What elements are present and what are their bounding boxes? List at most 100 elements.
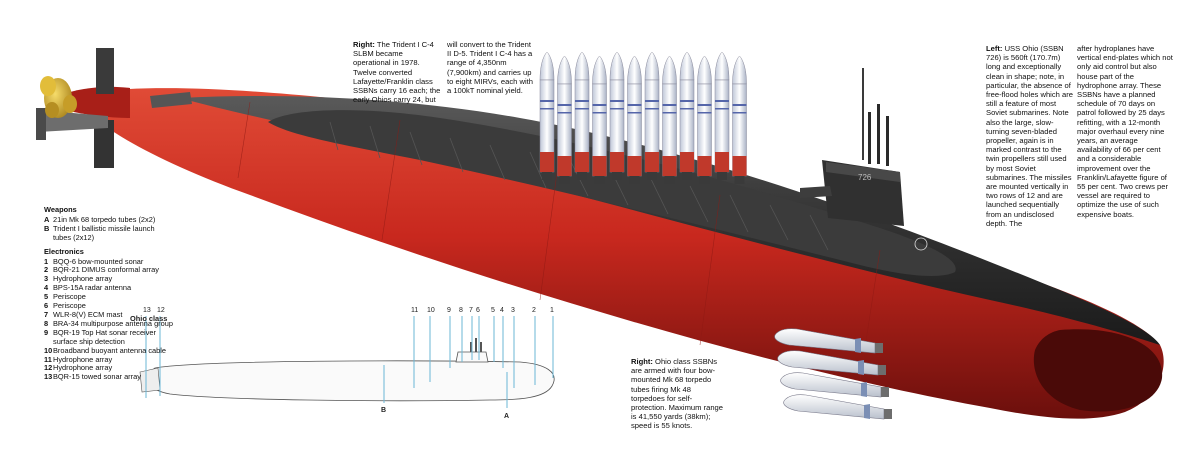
legend-key: 4 — [44, 283, 49, 293]
profile-title: Ohio class — [130, 314, 167, 323]
torpedo — [777, 350, 886, 376]
trident-missile — [539, 51, 555, 180]
callout-label: 11 — [411, 307, 418, 314]
legend-item: 1 BQQ-6 bow-mounted sonar — [44, 256, 173, 267]
hull-frames — [237, 101, 881, 381]
trident-missile — [697, 55, 712, 184]
bow-cap — [1033, 329, 1163, 412]
legend-key: A — [44, 214, 50, 224]
torpedo — [780, 372, 889, 398]
legend-key: 11 — [44, 354, 52, 364]
stern-planes-top — [150, 92, 192, 108]
legend-text: Hydrophone array — [53, 363, 113, 373]
sail-plane — [800, 186, 832, 198]
callout-label: 13 — [143, 307, 151, 314]
legend-key: 6 — [44, 301, 49, 311]
legend-item: 4 BPS-15A radar antenna — [44, 283, 173, 293]
legend-text: BPS-15A radar antenna — [53, 283, 132, 293]
hydroplane-endplate — [36, 108, 46, 140]
legend-item: 8 BRA-34 multipurpose antenna group — [44, 318, 173, 329]
weapons-title: Weapons — [44, 205, 77, 214]
caption-left-top-col2: after hydroplanes have vertical end-plat… — [1077, 44, 1175, 219]
legend-text: BQQ-6 bow-mounted sonar — [53, 256, 144, 266]
legend-text: 21in Mk 68 torpedo tubes (2x2) — [53, 214, 156, 224]
legend-text: Periscope — [53, 301, 86, 311]
trident-missile — [627, 55, 642, 184]
legend-text: BRA-34 multipurpose antenna group — [53, 318, 173, 328]
hull-red-lower — [95, 88, 1164, 419]
legend-key: 7 — [44, 309, 49, 319]
missile-deck — [268, 110, 956, 276]
caption-right-bottom: Right: Ohio class SSBNs are armed with f… — [631, 357, 726, 431]
caption-left-top-col1: Left: USS Ohio (SSBN 726) is 560ft (170.… — [986, 44, 1076, 228]
trident-missile — [609, 51, 625, 180]
callout-label: 9 — [447, 307, 451, 314]
stern-cone — [60, 86, 130, 118]
stern — [36, 48, 192, 168]
callout-label: 6 — [476, 307, 480, 314]
mast-3 — [886, 116, 889, 166]
callout-label: 3 — [511, 307, 515, 314]
legend-key: 2 — [44, 265, 49, 275]
legend-text: Broadband buoyant antenna cable — [53, 345, 167, 355]
trident-missile — [592, 55, 607, 184]
legend-key: 10 — [44, 345, 53, 355]
deck-marking — [914, 237, 928, 251]
legend-key: 8 — [44, 318, 49, 328]
callout-label: 4 — [500, 307, 504, 314]
trident-missile — [574, 51, 590, 180]
callout-label: 5 — [491, 307, 495, 314]
legend-item: 6 Periscope — [44, 301, 173, 311]
legend-key: 13 — [44, 372, 53, 382]
legend-key: B — [44, 223, 50, 233]
trident-missile — [732, 55, 747, 184]
mast-1 — [868, 112, 871, 164]
legend-text: Hydrophone array — [53, 354, 113, 364]
legend-text: BQR-21 DIMUS conformal array — [53, 265, 159, 275]
legend-key: 9 — [44, 327, 49, 337]
hull — [95, 88, 1164, 419]
legend-key: 5 — [44, 292, 49, 302]
legend-text: BQR-19 Top Hat sonar receiver surface sh… — [53, 327, 156, 346]
trident-missile — [679, 51, 695, 180]
antenna-mast — [862, 68, 864, 160]
mk48-torpedoes — [774, 328, 892, 420]
trident-missile — [644, 51, 660, 180]
callout-label: 1 — [550, 307, 554, 314]
legend-key: 1 — [44, 256, 49, 266]
sail: 726 — [800, 68, 928, 251]
legend-item: 2 BQR-21 DIMUS conformal array — [44, 266, 173, 275]
legend-key: 3 — [44, 274, 49, 284]
callout-label: 8 — [459, 307, 463, 314]
callout-label: 10 — [427, 307, 435, 314]
legend-text: WLR-8(V) ECM mast — [53, 309, 123, 319]
legend-key: 12 — [44, 363, 53, 373]
trident-missile — [714, 51, 730, 180]
lower-rudder — [94, 120, 114, 168]
propeller — [40, 76, 77, 118]
profile-hull — [146, 360, 555, 402]
profile-label-b: B — [381, 407, 386, 414]
trident-missiles — [539, 51, 747, 184]
torpedo — [783, 394, 892, 420]
trident-missile — [557, 55, 572, 184]
profile-label-a: A — [504, 413, 509, 420]
mast-2 — [877, 104, 880, 164]
trident-missile — [662, 55, 677, 184]
electronics-title: Electronics — [44, 246, 84, 256]
legend-text: Trident I ballistic missile launch tubes… — [53, 223, 155, 242]
caption-right-top-col1: Right: The Trident I C-4 SLBM became ope… — [353, 40, 443, 105]
callout-label: 2 — [532, 307, 536, 314]
